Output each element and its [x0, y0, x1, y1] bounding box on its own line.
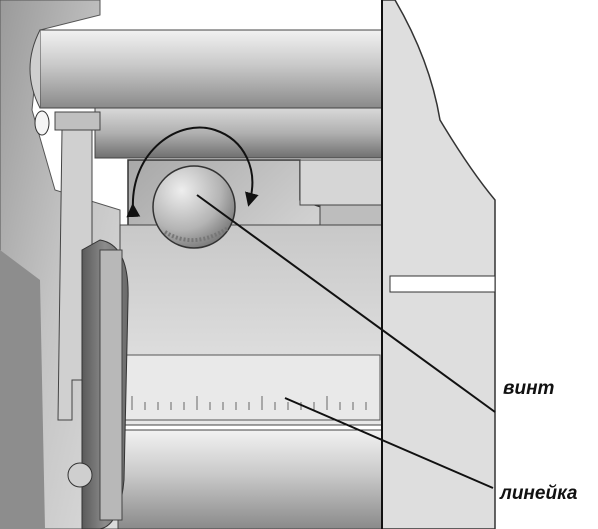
ruler-leader-line	[284, 397, 494, 489]
left-pin	[34, 110, 50, 136]
right-wall	[381, 0, 496, 529]
upper-rod-end	[29, 29, 41, 109]
frame-shadow	[0, 250, 45, 529]
ruler-label: линейка	[500, 483, 578, 504]
wheel-pin	[67, 462, 93, 488]
pin-collar	[54, 111, 101, 131]
upper-rod	[39, 29, 383, 109]
middle-rod	[94, 107, 383, 159]
slot-guide-lower	[319, 204, 383, 228]
lower-rod	[117, 429, 383, 529]
ruler-strip	[121, 354, 381, 421]
adjust-screw	[152, 165, 236, 249]
wall-gap	[389, 275, 496, 293]
wheel-rim	[99, 249, 123, 521]
screw-label: винт	[503, 378, 555, 399]
ruler-ticks	[131, 396, 367, 410]
screw-leader-line	[196, 194, 496, 413]
double-arrow-rotation-icon	[126, 126, 259, 218]
slot-guide	[299, 159, 383, 206]
